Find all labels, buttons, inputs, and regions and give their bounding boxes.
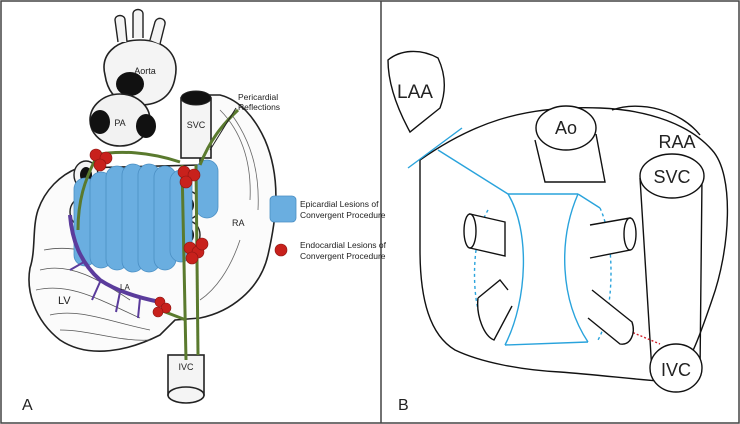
label-raa: RAA [658, 132, 695, 152]
endocardial-lesion [180, 176, 192, 188]
label-ivc: IVC [661, 360, 691, 380]
legend-epicardial-line2: Convergent Procedure [300, 210, 386, 220]
legend-endocardial-line2: Convergent Procedure [300, 251, 386, 261]
legend-endocardial-swatch [275, 244, 287, 256]
panel-b-letter: B [398, 397, 409, 414]
laa-lesion-bar [408, 128, 462, 168]
pv-ru-end [624, 218, 636, 250]
pv-rl [588, 290, 633, 344]
label-ao: Ao [555, 118, 577, 138]
pv-lu-end [464, 214, 476, 248]
legend-endocardial-line1: Endocardial Lesions of [300, 240, 387, 250]
label-pa: PA [114, 118, 125, 128]
pv-ll [478, 280, 508, 298]
label-aorta: Aorta [134, 66, 156, 76]
panel-b: LAA Ao RAA SVC IVC B [388, 51, 727, 414]
roof-lesion-right [578, 194, 600, 208]
svc-lumen [181, 91, 211, 105]
label-ra: RA [232, 218, 245, 228]
label-laa: LAA [397, 82, 433, 103]
left-box-lesion [505, 194, 523, 345]
caval-tube [640, 178, 702, 372]
epicardial-lesion [196, 160, 218, 218]
endocardial-lesion [153, 307, 163, 317]
endocardial-lesion [196, 238, 208, 250]
roof-lesion-left [438, 150, 508, 194]
right-box-lesion [565, 194, 588, 342]
legend-epicardial-swatch [270, 196, 296, 222]
endocardial-lesion [186, 252, 198, 264]
label-pericardial-line2: Reflections [238, 102, 280, 112]
label-svc: SVC [187, 120, 206, 130]
label-ivc: IVC [178, 362, 194, 372]
legend: Epicardial Lesions of Convergent Procedu… [270, 196, 387, 261]
aorta-branch-1 [115, 16, 127, 43]
floor-lesion [505, 342, 588, 345]
label-pericardial-line1: Pericardial [238, 92, 278, 102]
endocardial-lesion [94, 159, 106, 171]
label-la: LA [120, 283, 130, 292]
pa-lumen-right [136, 114, 156, 138]
aorta-branch-2 [133, 10, 143, 39]
panel-a-letter: A [22, 397, 33, 414]
pulmonary-veins [464, 214, 636, 344]
label-svc: SVC [653, 167, 690, 187]
aorta-branch-3 [150, 18, 165, 44]
pa-lumen-left [90, 110, 110, 134]
panel-a: Aorta PA SVC Pericardial Reflections RA … [22, 10, 387, 415]
pv-ll-body [478, 298, 512, 340]
legend-epicardial-line1: Epicardial Lesions of [300, 199, 379, 209]
ivc-end [168, 387, 204, 403]
label-lv: LV [58, 295, 71, 307]
